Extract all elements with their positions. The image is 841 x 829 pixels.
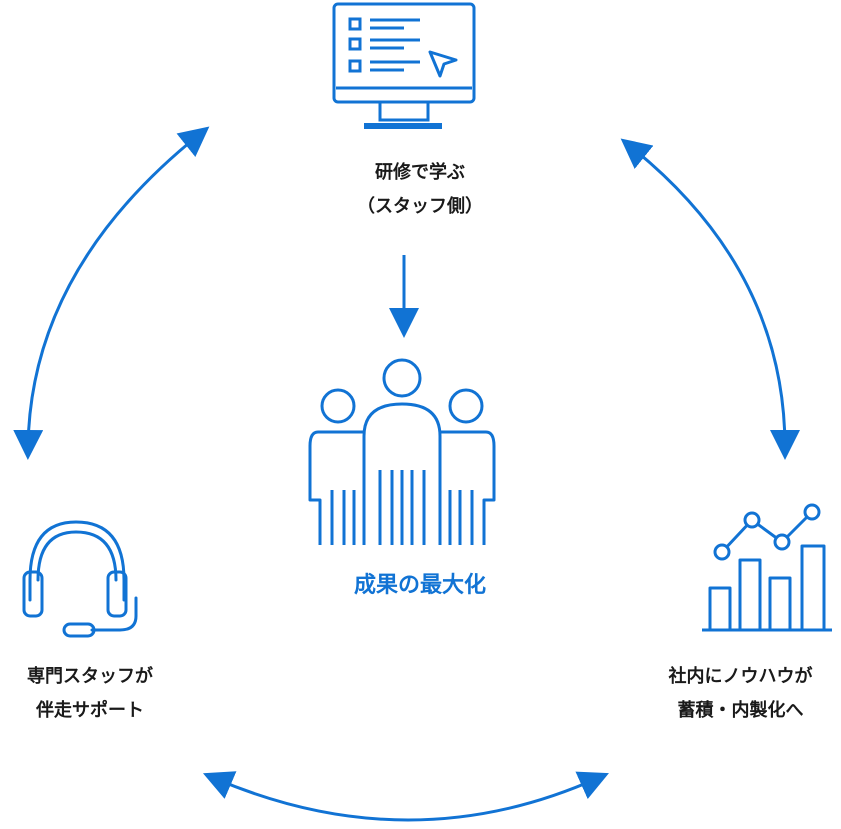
node-label-left: 専門スタッフが 伴走サポート: [0, 660, 180, 728]
headset-icon: [22, 520, 138, 638]
monitor-checklist-icon: [332, 2, 476, 129]
node-label-top: 研修で学ぶ （スタッフ側）: [320, 156, 520, 224]
node-right-line2: 蓄積・内製化へ: [677, 700, 804, 721]
bar-line-chart-icon: [702, 503, 832, 632]
node-top-line2: （スタッフ側）: [357, 196, 483, 217]
team-group-icon: [308, 358, 496, 545]
node-right-line1: 社内にノウハウが: [668, 666, 813, 687]
arrow-bottom: [202, 771, 609, 822]
center-label: 成果の最大化: [353, 573, 486, 598]
node-label-right: 社内にノウハウが 蓄積・内製化へ: [640, 660, 841, 728]
node-left-line2: 伴走サポート: [36, 700, 144, 721]
arrow-top-right: [620, 138, 800, 460]
node-top-line1: 研修で学ぶ: [375, 162, 465, 183]
arrow-top-left: [13, 126, 210, 460]
node-left-line1: 専門スタッフが: [27, 666, 153, 687]
